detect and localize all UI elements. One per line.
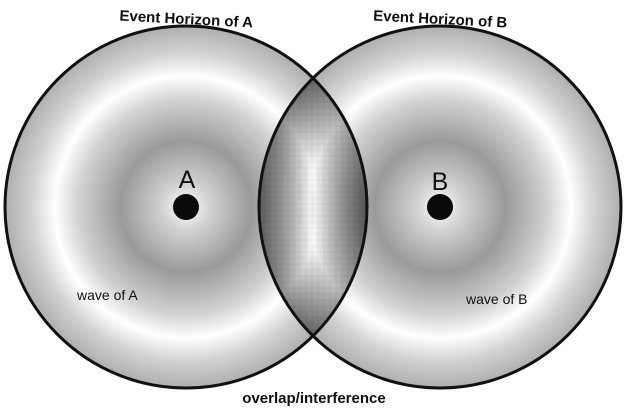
- event-horizon-b: [257, 24, 623, 390]
- source-a-dot: [173, 194, 199, 220]
- event-horizon-a-label: Event Horizon of A: [119, 8, 253, 32]
- source-b-label: B: [432, 168, 449, 196]
- overlap-label: overlap/interference: [242, 390, 385, 407]
- source-a-label: A: [179, 166, 196, 194]
- wave-b-label: wave of B: [465, 291, 527, 307]
- event-horizon-a: [3, 24, 369, 390]
- source-b-dot: [427, 194, 453, 220]
- event-horizon-b-label: Event Horizon of B: [373, 8, 508, 32]
- wave-a-label: wave of A: [76, 287, 138, 303]
